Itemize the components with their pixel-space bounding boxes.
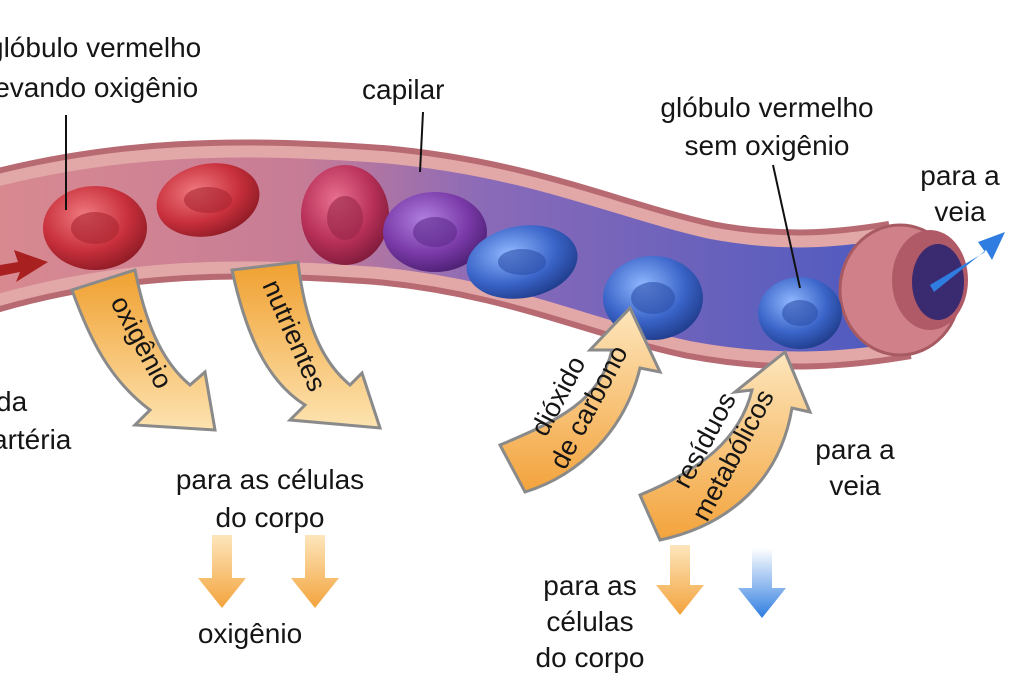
label-from-artery-line1: da xyxy=(0,386,28,417)
vein-flow-arrow xyxy=(930,232,1005,292)
carbon-dioxide-arrow: dióxido de carbono xyxy=(497,305,663,494)
label-to-body-cells-line1: para as células xyxy=(175,464,365,495)
leader-line-deoxygenated xyxy=(772,164,801,289)
label-to-cells-right-line2: células xyxy=(546,606,634,637)
label-to-body-cells-line2: do corpo xyxy=(215,502,325,533)
artery-flow-arrow xyxy=(0,250,48,282)
label-rbc-deoxygenated-line2: sem oxigênio xyxy=(684,130,850,161)
oxygen-arrow: oxigênio xyxy=(70,268,217,432)
label-to-cells-right-line1: para as xyxy=(543,570,637,601)
label-to-cells-right-line3: do corpo xyxy=(535,642,645,673)
down-arrow-oxygen xyxy=(198,535,246,608)
label-rbc-deoxygenated-line1: glóbulo vermelho xyxy=(660,92,874,123)
down-arrow-to-cells xyxy=(656,545,704,615)
label-oxygen-bottom: oxigênio xyxy=(197,618,303,649)
label-to-vein-top-line1: para a xyxy=(920,160,1000,191)
nutrients-arrow: nutrientes xyxy=(230,260,383,430)
label-capillary: capilar xyxy=(362,74,445,105)
metabolic-waste-arrow: resíduos metabólicos xyxy=(638,349,813,542)
leader-line-capillary xyxy=(419,111,424,173)
label-rbc-oxygenated-line1: glóbulo vermelho xyxy=(0,32,202,63)
down-arrow-to-vein xyxy=(738,548,786,618)
down-arrow-nutrients xyxy=(291,535,339,608)
label-to-vein-bottom-line1: para a xyxy=(815,434,895,465)
label-rbc-oxygenated-line2: levando oxigênio xyxy=(0,72,199,103)
vessel-opening xyxy=(838,223,968,357)
label-to-vein-bottom-line2: veia xyxy=(829,470,881,501)
label-to-vein-top-line2: veia xyxy=(934,196,986,227)
red-blood-cells xyxy=(43,163,842,349)
